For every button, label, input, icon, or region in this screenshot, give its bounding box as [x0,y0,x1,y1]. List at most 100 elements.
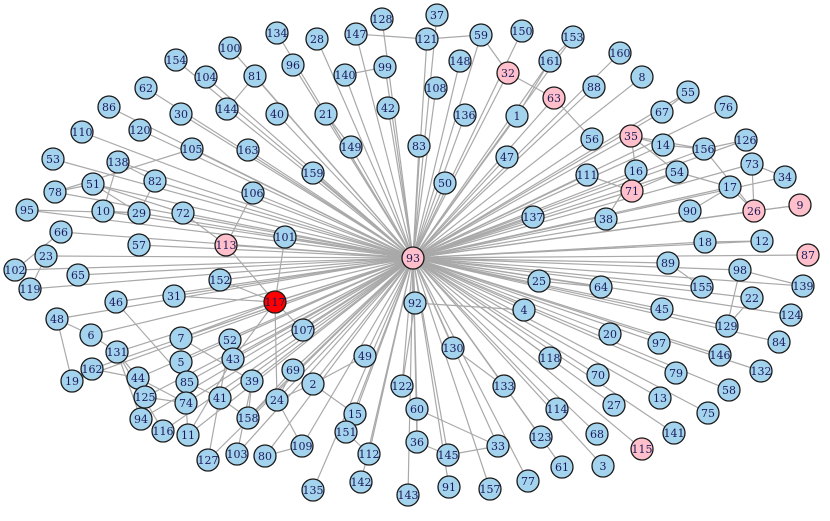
node-122: 122 [390,374,414,398]
node-127: 127 [196,448,220,472]
node-label-40: 40 [270,108,284,121]
node-34: 34 [773,165,797,189]
node-circle-97 [647,331,671,355]
node-78: 78 [43,180,67,204]
node-circle-4 [512,298,536,322]
node-circle-102 [3,258,27,282]
node-8: 8 [630,65,654,89]
node-circle-69 [281,358,305,382]
edge-93-70 [412,257,599,376]
node-label-93: 93 [406,252,420,265]
node-label-77: 77 [521,475,535,488]
edge-93-3 [412,257,604,467]
node-12: 12 [750,229,774,253]
edge-93-17 [412,186,731,259]
node-label-152: 152 [210,274,231,287]
node-circle-21 [314,102,338,126]
node-circle-126 [734,128,758,152]
edge-93-56 [412,138,593,259]
node-label-112: 112 [359,448,380,461]
node-circle-80 [253,444,277,468]
node-circle-8 [630,65,654,89]
node-circle-11 [176,423,200,447]
edge-93-87 [412,254,809,259]
node-label-109: 109 [292,440,313,453]
node-label-62: 62 [139,82,153,95]
node-circle-130 [441,336,465,360]
node-circle-59 [469,23,493,47]
node-label-156: 156 [694,143,715,156]
node-label-137: 137 [523,211,544,224]
node-circle-100 [218,36,242,60]
node-circle-127 [196,448,220,472]
node-label-157: 157 [480,483,501,496]
node-label-94: 94 [134,413,148,426]
node-label-145: 145 [438,449,459,462]
edge-93-106 [252,192,414,259]
edge-93-13 [412,257,661,399]
node-label-115: 115 [632,443,653,456]
edge-93-116 [162,257,414,432]
node-141: 141 [662,421,686,445]
node-label-80: 80 [258,450,272,463]
node-154: 154 [164,48,188,72]
node-circle-151 [334,420,358,444]
node-circle-107 [291,318,315,342]
edge-51-72 [92,183,184,214]
node-116: 116 [151,419,175,443]
node-62: 62 [134,76,158,100]
node-18: 18 [693,230,717,254]
node-30: 30 [169,102,193,126]
node-label-136: 136 [455,109,476,122]
edge-93-8 [412,76,643,259]
node-label-21: 21 [319,108,333,121]
node-circle-72 [171,201,195,225]
node-circle-88 [582,75,606,99]
node-label-58: 58 [722,384,736,397]
edge-93-1 [412,115,518,259]
node-circle-109 [290,434,314,458]
node-16: 16 [624,159,648,183]
node-circle-158 [236,406,260,430]
node-80: 80 [253,444,277,468]
node-55: 55 [676,80,700,104]
node-4: 4 [512,298,536,322]
node-circle-144 [215,97,239,121]
node-circle-48 [45,307,69,331]
node-label-106: 106 [243,187,264,200]
node-circle-14 [651,133,675,157]
node-circle-39 [240,369,264,393]
node-label-102: 102 [5,264,26,277]
node-circle-136 [453,103,477,127]
node-label-140: 140 [335,69,356,82]
node-label-105: 105 [182,143,203,156]
node-label-22: 22 [745,292,759,305]
edge-93-18 [412,241,706,259]
node-label-61: 61 [555,461,569,474]
node-153: 153 [561,25,585,49]
edge-93-140 [344,74,414,259]
edge-117-31 [173,295,276,303]
edge-93-155 [412,257,703,288]
node-label-139: 139 [793,280,814,293]
node-circle-50 [433,171,457,195]
node-25: 25 [527,269,551,293]
node-circle-45 [650,297,674,321]
node-circle-116 [151,419,175,443]
node-circle-27 [602,393,626,417]
node-71: 71 [620,179,644,203]
node-circle-46 [104,290,128,314]
node-label-78: 78 [48,186,62,199]
node-label-95: 95 [20,204,34,217]
node-circle-92 [403,291,427,315]
node-149: 149 [339,135,363,159]
node-100: 100 [218,36,242,60]
node-label-113: 113 [216,239,237,252]
node-circle-65 [66,263,90,287]
node-label-30: 30 [174,108,188,121]
node-label-56: 56 [585,133,599,146]
node-label-86: 86 [102,101,116,114]
node-146: 146 [708,343,732,367]
node-circle-94 [129,407,153,431]
node-circle-68 [585,422,609,446]
